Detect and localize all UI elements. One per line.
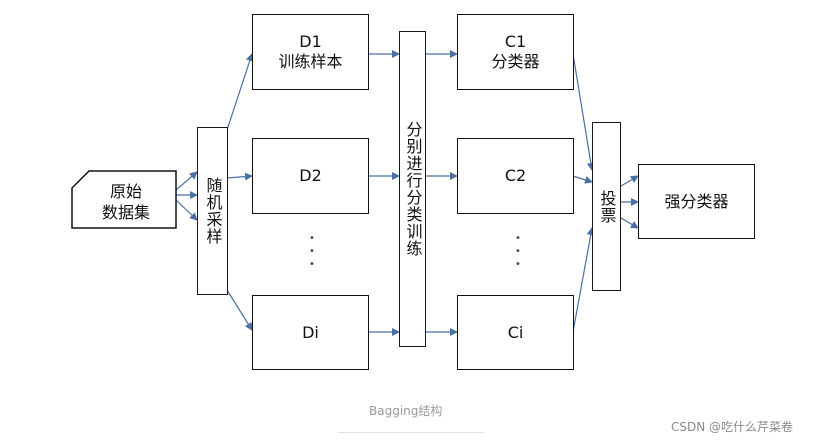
dataset-box-d2: D2 — [252, 138, 369, 214]
arrow-voter-strong-1 — [620, 175, 639, 187]
random-sampling-label: 随机采样 — [203, 177, 223, 245]
classifier-ellipsis: ••• — [515, 233, 521, 270]
source-document-shape — [71, 170, 177, 229]
arrow-sampler-d2 — [226, 172, 253, 181]
csdn-watermark: CSDN @吃什么芹菜卷 — [671, 420, 794, 434]
dataset-box-d1: D1 训练样本 — [252, 14, 369, 90]
train-separately-label: 分别进行分类训练 — [403, 121, 423, 257]
strong-classifier-box: 强分类器 — [638, 164, 755, 239]
source-data-node: 原始 数据集 — [80, 180, 172, 224]
classifier-title: C1 — [504, 32, 527, 51]
dataset-ellipsis: ••• — [309, 233, 315, 270]
caption-underline — [338, 432, 484, 433]
classifier-box-c2: C2 — [457, 138, 574, 214]
arrow-source-sampler-3 — [175, 199, 198, 221]
dataset-box-di: Di — [252, 295, 369, 370]
classifier-title: Ci — [507, 322, 524, 342]
dataset-title: D1 — [299, 32, 322, 51]
classifier-subtitle: 分类器 — [491, 52, 540, 71]
train-separately-bar: 分别进行分类训练 — [399, 31, 426, 347]
classifier-box-c1: C1 分类器 — [457, 14, 574, 90]
arrow-ci-voter — [572, 227, 595, 333]
vote-label: 投票 — [597, 189, 617, 224]
arrow-voter-strong-3 — [620, 217, 639, 229]
arrow-source-sampler-1 — [175, 171, 198, 191]
diagram-caption: Bagging结构 — [369, 404, 443, 418]
source-label-line2: 数据集 — [101, 203, 150, 222]
dataset-title: Di — [302, 322, 319, 342]
dataset-title: D2 — [299, 166, 322, 185]
vote-bar: 投票 — [592, 122, 621, 291]
classifier-title: C2 — [504, 166, 527, 185]
arrow-sampler-d1 — [226, 53, 254, 131]
dataset-subtitle: 训练样本 — [278, 52, 343, 71]
arrow-c2-voter — [572, 175, 593, 184]
source-label-line1: 原始 — [109, 182, 142, 201]
arrow-c1-voter — [572, 53, 595, 171]
arrow-sampler-di — [226, 289, 253, 331]
classifier-box-ci: Ci — [457, 295, 574, 370]
strong-classifier-label: 强分类器 — [664, 191, 729, 211]
random-sampling-bar: 随机采样 — [197, 127, 228, 295]
